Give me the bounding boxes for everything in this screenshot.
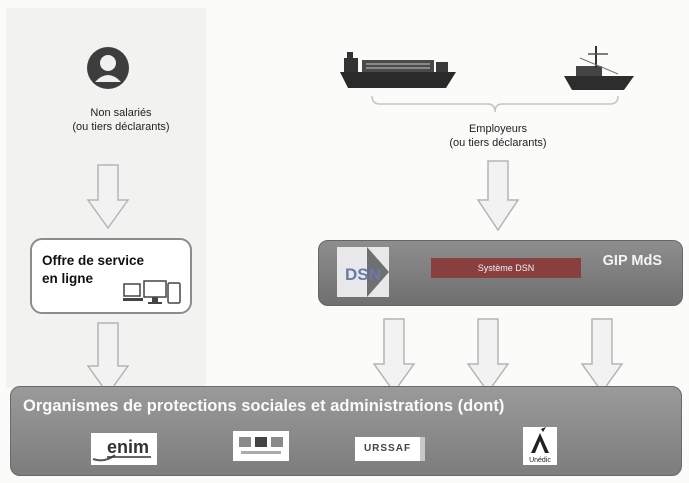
ministry-logo-mark bbox=[239, 437, 283, 454]
dsn-logo: DSN bbox=[337, 247, 389, 297]
non-salaries-label-line1: Non salariés bbox=[90, 107, 152, 119]
unedic-logo: Unédic bbox=[523, 427, 557, 465]
gip-mds-box: DSN Système DSN GIP MdS bbox=[318, 240, 683, 306]
urssaf-logo: URSSAF bbox=[355, 437, 425, 461]
offre-de-service-box: Offre de service en ligne bbox=[30, 238, 192, 314]
non-salaries-label-line2: (ou tiers déclarants) bbox=[72, 121, 170, 133]
enim-logo: enim bbox=[91, 433, 157, 465]
arrow-non-salaries-to-offre bbox=[86, 164, 130, 230]
devices-icon bbox=[123, 280, 181, 304]
person-icon bbox=[87, 47, 129, 89]
enim-logo-mark: enim bbox=[92, 437, 151, 462]
container-ship-icon bbox=[340, 52, 456, 88]
arrow-dsn-to-organismes-1 bbox=[372, 318, 416, 394]
systeme-dsn-label: Système DSN bbox=[431, 258, 581, 278]
employeurs-label-line1: Employeurs bbox=[468, 123, 528, 135]
employeurs-label-line2: (ou tiers déclarants) bbox=[449, 137, 547, 149]
offre-title-line1: Offre de service bbox=[42, 253, 145, 268]
urssaf-logo-text: URSSAF bbox=[363, 443, 412, 454]
arrow-dsn-to-organismes-2 bbox=[466, 318, 510, 394]
unedic-logo-text: Unédic bbox=[529, 457, 551, 464]
arrow-employeurs-to-dsn bbox=[476, 160, 520, 232]
offre-de-service-title: Offre de service en ligne bbox=[42, 252, 144, 288]
ministry-logo bbox=[233, 431, 289, 461]
dsn-logo-text: DSN bbox=[345, 265, 381, 284]
organismes-title: Organismes de protections sociales et ad… bbox=[23, 397, 505, 415]
enim-logo-text: enim bbox=[107, 437, 149, 457]
non-salaries-label: Non salariés (ou tiers déclarants) bbox=[56, 106, 186, 134]
employeurs-label: Employeurs (ou tiers déclarants) bbox=[428, 122, 568, 150]
fishing-boat-icon bbox=[564, 46, 634, 90]
arrow-offre-to-organismes bbox=[86, 322, 130, 396]
unedic-logo-mark: Unédic bbox=[529, 427, 551, 464]
gip-mds-label: GIP MdS bbox=[602, 253, 662, 269]
organismes-box: Organismes de protections sociales et ad… bbox=[10, 386, 682, 476]
employeurs-bracket bbox=[371, 95, 619, 113]
arrow-dsn-to-organismes-3 bbox=[580, 318, 624, 394]
offre-title-line2: en ligne bbox=[42, 271, 94, 286]
